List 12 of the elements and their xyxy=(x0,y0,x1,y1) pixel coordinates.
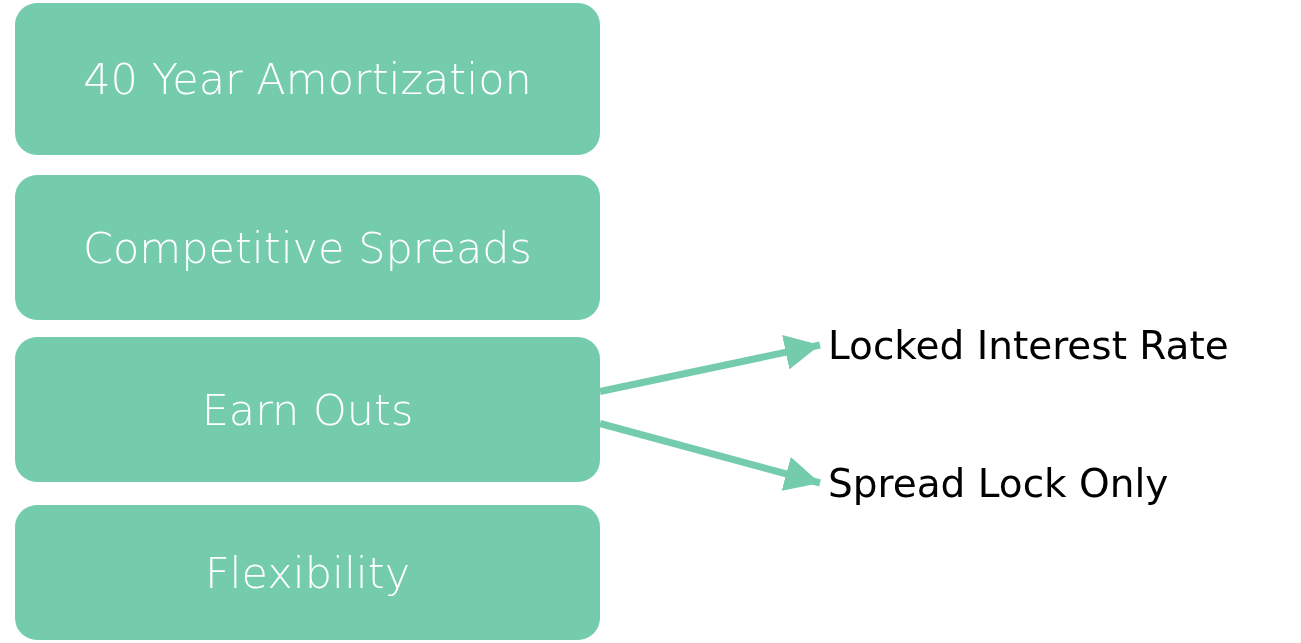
arrow xyxy=(599,335,821,395)
arrow xyxy=(599,420,821,491)
feature-box xyxy=(15,505,600,640)
option-label: Locked Interest Rate xyxy=(828,322,1229,368)
box-label: 40 Year Amortization xyxy=(83,54,532,104)
feature-box xyxy=(15,175,600,320)
box-label: Competitive Spreads xyxy=(83,222,532,273)
feature-box xyxy=(15,3,600,155)
box-label: Earn Outs xyxy=(201,384,414,435)
feature-box xyxy=(15,337,600,482)
box-label: Flexibility xyxy=(204,547,411,598)
option-label: Spread Lock Only xyxy=(828,460,1169,506)
